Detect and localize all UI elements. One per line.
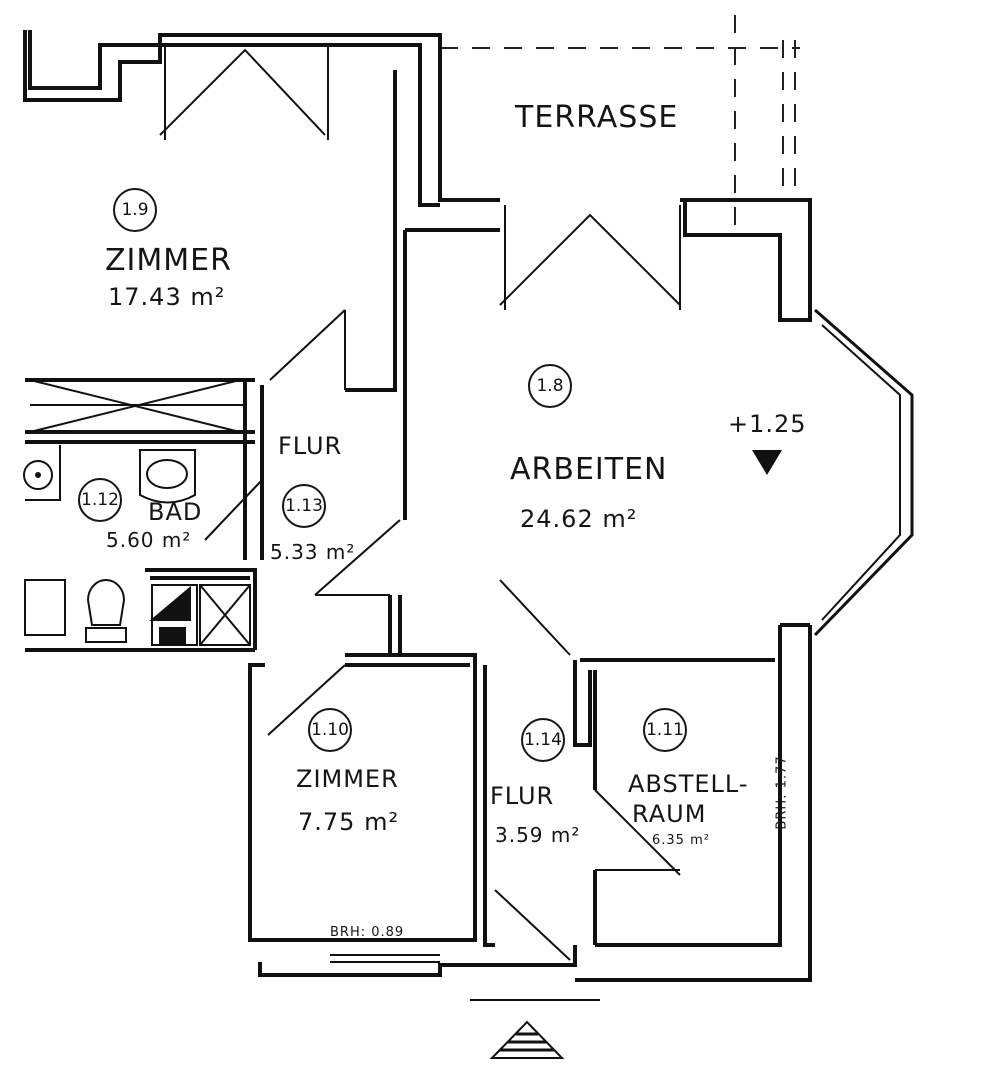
room-number: 1.13	[282, 484, 326, 528]
sill-height-label-vertical: BRH: 1.77	[774, 755, 790, 830]
room-name-line2: RAUM	[632, 800, 707, 828]
room-area: 5.60 m²	[106, 528, 192, 552]
terrace-label: TERRASSE	[515, 100, 679, 135]
room-number: 1.9	[113, 188, 157, 232]
room-name: ABSTELL-	[628, 770, 749, 798]
room-area: 7.75 m²	[298, 808, 400, 836]
room-area: 24.62 m²	[520, 505, 638, 533]
room-name: FLUR	[278, 432, 343, 460]
room-name: ZIMMER	[296, 765, 399, 793]
room-number: 1.11	[643, 708, 687, 752]
room-area: 17.43 m²	[108, 283, 226, 311]
room-number: 1.10	[308, 708, 352, 752]
room-area: 5.33 m²	[270, 540, 356, 564]
room-number: 1.8	[528, 364, 572, 408]
walls	[23, 30, 914, 982]
bathroom-fixtures	[23, 445, 251, 646]
room-number: 1.12	[78, 478, 122, 522]
room-name: ZIMMER	[105, 243, 232, 278]
sill-height-label: BRH: 0.89	[330, 925, 405, 940]
level-marker-icon	[752, 450, 782, 475]
room-area: 6.35 m²	[652, 833, 710, 848]
terrace-dashed-outline	[440, 15, 800, 225]
room-name: BAD	[148, 498, 203, 526]
room-name: ARBEITEN	[510, 452, 668, 487]
room-number: 1.14	[521, 718, 565, 762]
windows-doors	[29, 45, 681, 1001]
level-label: +1.25	[728, 410, 807, 438]
north-arrow-icon	[489, 1020, 565, 1059]
room-area: 3.59 m²	[495, 823, 581, 847]
room-name: FLUR	[490, 782, 555, 810]
